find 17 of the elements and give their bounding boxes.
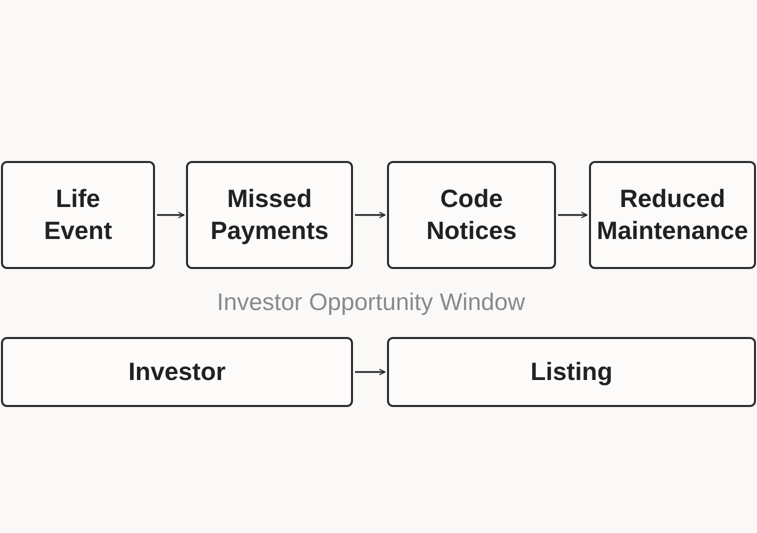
box-label: Listing [530,356,612,388]
box-label: Life Event [42,184,114,247]
box-label: Missed Payments [209,184,330,247]
box-label: Reduced Maintenance [596,184,750,247]
arrow [355,368,386,376]
box-label: Investor [128,356,226,388]
section-label: Investor Opportunity Window [216,289,526,317]
process-box [1,337,353,407]
process-box [186,161,353,269]
process-box [589,161,756,269]
arrow [355,212,386,218]
process-box [387,337,756,407]
arrow [558,212,588,218]
process-box [1,161,155,269]
box-label: Code Notices [425,184,518,247]
process-box [387,161,556,269]
arrow [157,212,185,218]
